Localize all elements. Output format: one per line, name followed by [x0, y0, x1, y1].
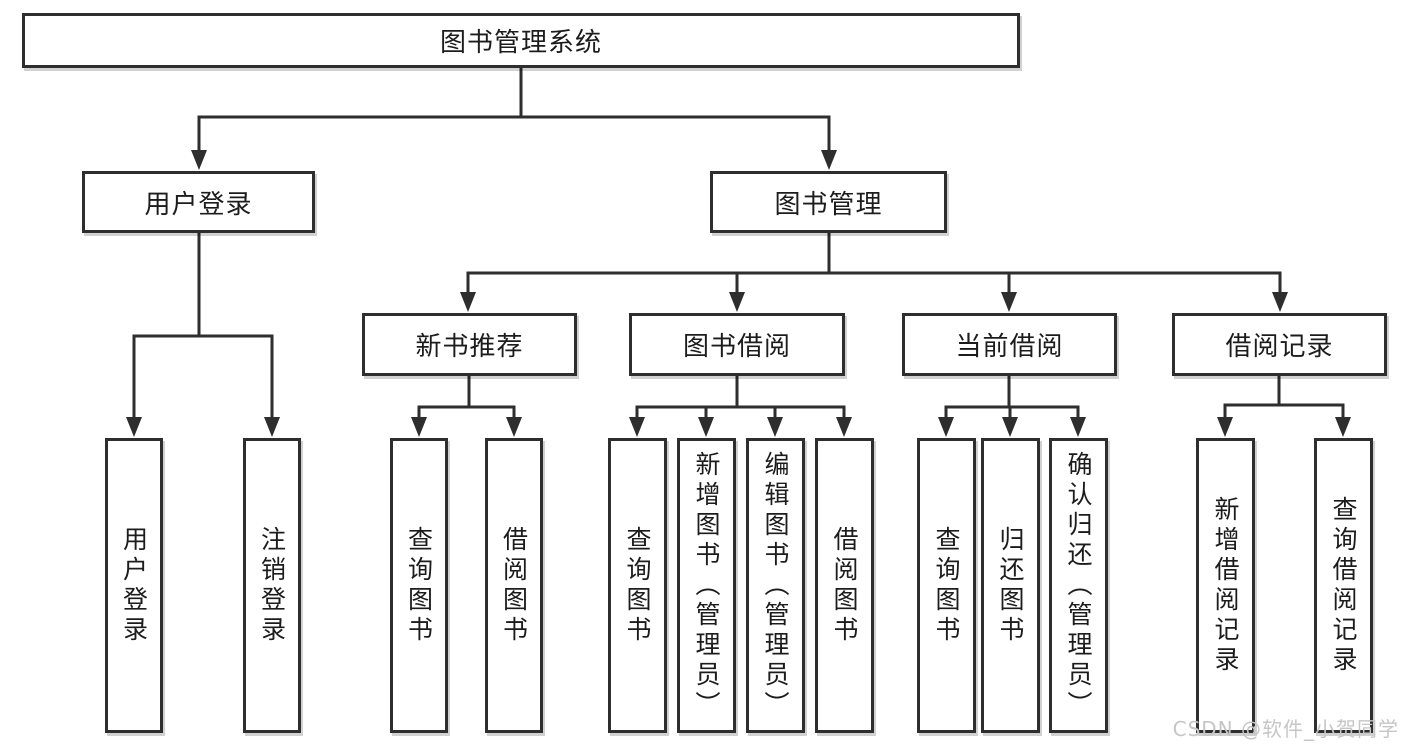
leaf-query-books-recommend-label: 查询图书 [404, 525, 434, 646]
leaf-logout: 注销登录 [243, 438, 301, 733]
leaf-add-borrow-record-label: 新增借阅记录 [1211, 495, 1240, 676]
leaf-confirm-return-admin: 确认归还（管理员） [1049, 438, 1108, 733]
connector-borrow-records [1223, 376, 1345, 420]
leaf-confirm-return-admin-label: 确认归还（管理员） [1064, 450, 1093, 721]
leaf-borrow-books-recommend-label: 借阅图书 [499, 525, 529, 646]
leaf-query-borrow-record-label: 查询借阅记录 [1329, 495, 1358, 676]
connector-root [197, 68, 831, 152]
leaf-borrow-books: 借阅图书 [815, 438, 874, 733]
leaf-query-borrow-record: 查询借阅记录 [1314, 438, 1373, 733]
node-book-borrow-label: 图书借阅 [682, 332, 791, 362]
leaf-query-books-recommend: 查询图书 [390, 438, 448, 733]
node-book-borrow: 图书借阅 [629, 313, 845, 376]
node-user-login-label: 用户登录 [144, 189, 253, 220]
arrowheads [126, 150, 1351, 437]
leaf-user-login: 用户登录 [105, 438, 163, 733]
leaf-add-borrow-record: 新增借阅记录 [1196, 438, 1255, 733]
connector-user-login [132, 233, 274, 419]
node-current-borrow-label: 当前借阅 [955, 332, 1064, 362]
connector-new-book [417, 376, 516, 420]
leaf-return-books-label: 归还图书 [996, 525, 1025, 646]
leaf-add-books-admin-label: 新增图书（管理员） [692, 450, 721, 721]
node-book-management-label: 图书管理 [774, 189, 883, 220]
node-book-management: 图书管理 [710, 171, 947, 233]
node-borrow-records-label: 借阅记录 [1225, 332, 1334, 362]
leaf-user-login-label: 用户登录 [119, 525, 149, 646]
node-borrow-records: 借阅记录 [1172, 313, 1387, 376]
leaf-add-books-admin: 新增图书（管理员） [677, 438, 736, 733]
leaf-edit-books-admin-label: 编辑图书（管理员） [761, 450, 790, 721]
node-current-borrow: 当前借阅 [902, 313, 1117, 376]
node-system: 图书管理系统 [22, 13, 1020, 68]
leaf-query-books-borrow-label: 查询图书 [623, 525, 652, 646]
node-system-label: 图书管理系统 [439, 28, 602, 58]
leaf-borrow-books-recommend: 借阅图书 [485, 438, 543, 733]
node-user-login: 用户登录 [82, 171, 315, 233]
connector-current-borrow [944, 376, 1080, 420]
connector-book-management [466, 233, 1282, 294]
node-new-book-recommend-label: 新书推荐 [415, 332, 524, 362]
leaf-return-books: 归还图书 [981, 438, 1040, 733]
leaf-query-books-borrow: 查询图书 [608, 438, 667, 733]
leaf-query-books-current-label: 查询图书 [932, 525, 961, 646]
leaf-borrow-books-label: 借阅图书 [830, 525, 859, 646]
node-new-book-recommend: 新书推荐 [362, 313, 577, 376]
connector-book-borrow [635, 376, 846, 420]
leaf-query-books-current: 查询图书 [917, 438, 976, 733]
leaf-logout-label: 注销登录 [257, 525, 287, 646]
watermark: CSDN @软件_小贺同学 [1172, 717, 1399, 741]
leaf-edit-books-admin: 编辑图书（管理员） [746, 438, 805, 733]
